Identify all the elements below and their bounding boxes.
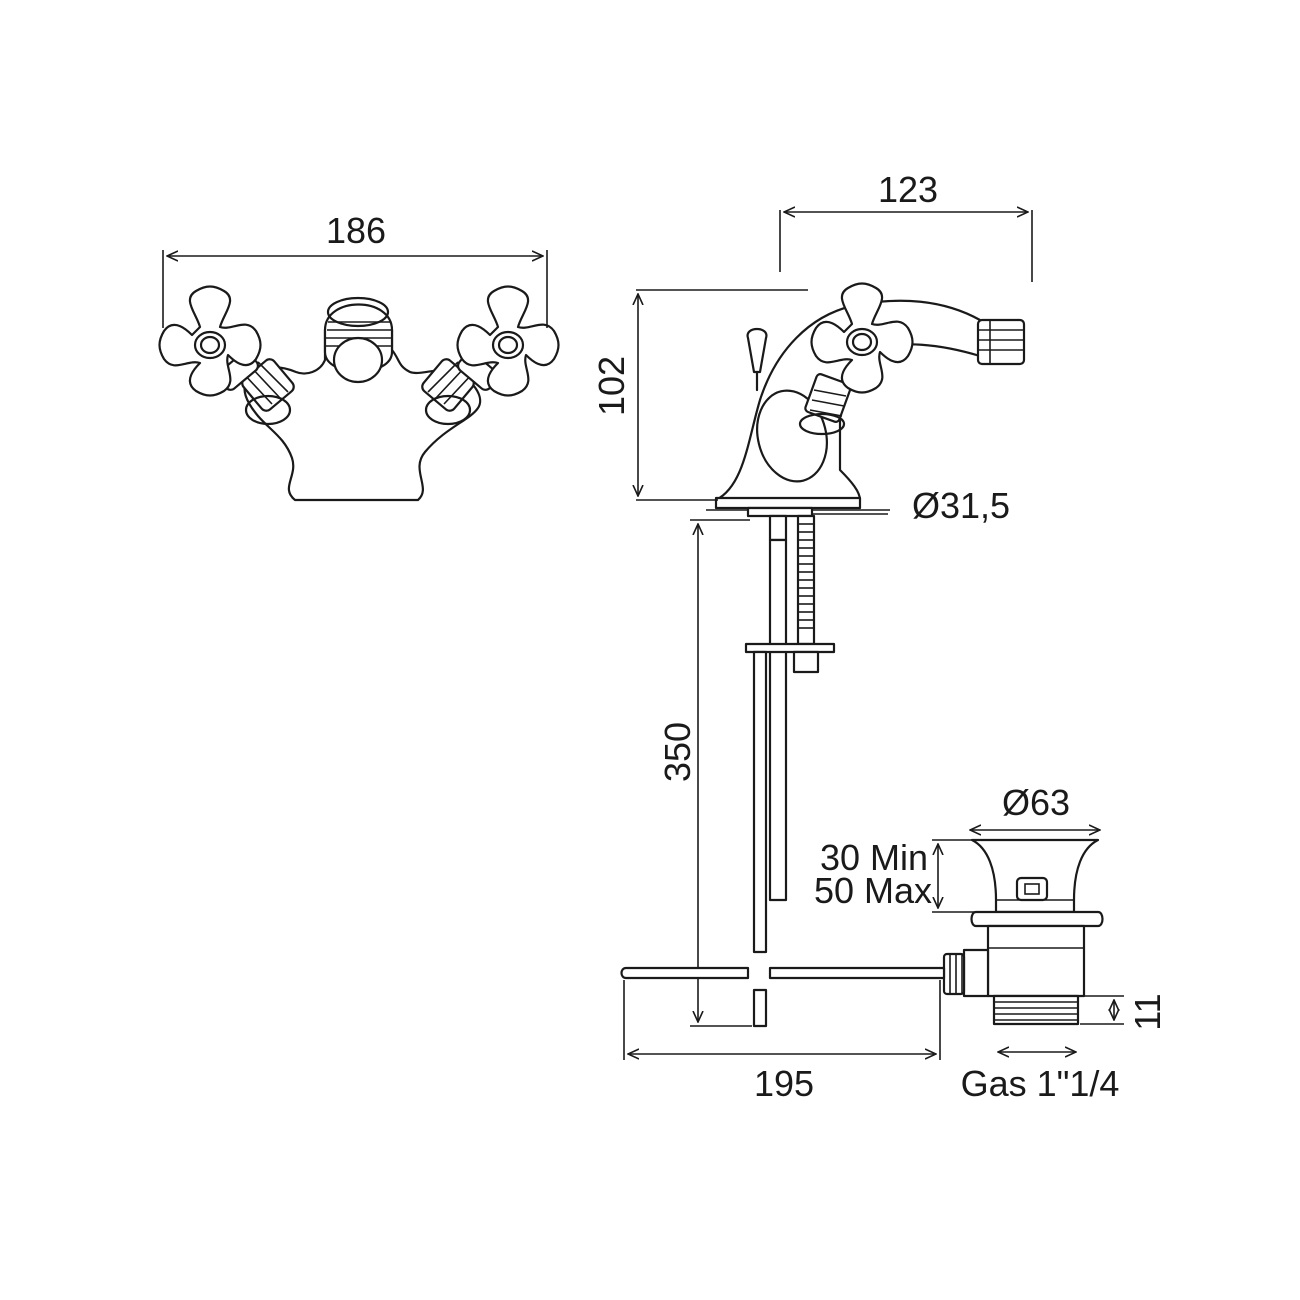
dim-label-thickness-max: 50 Max [814,870,932,911]
front-view: 186 [158,210,560,502]
dim-label-base-diameter: Ø31,5 [912,485,1010,526]
dim-label-height: 102 [591,356,632,416]
side-spout-nozzle [976,318,1026,366]
rod-extension [752,650,768,954]
dim-label-front-width: 186 [326,210,386,251]
waste-flange [970,838,1100,914]
overflow-slot [1015,876,1049,902]
base-plate [714,496,862,510]
dim-label-side-depth: 123 [878,169,938,210]
side-valve [798,373,852,436]
dim-label-thread-size: Gas 1"1/4 [961,1063,1120,1104]
pop-up-knob [746,327,768,374]
waste-body [986,924,1086,998]
lift-rod [768,538,788,902]
fixing-washer [744,642,836,654]
lift-rod-guide [768,514,788,542]
dim-label-lever-length: 195 [754,1063,814,1104]
dim-label-thread-height: 11 [1127,993,1168,1030]
side-view: 123 102 Ø31,5 350 [591,169,1033,1028]
waste-assembly: Ø63 30 Min 50 Max 195 11 Gas 1"1/4 [620,782,1168,1104]
dim-label-thickness-min: 30 Min [820,837,928,878]
horizontal-lever [620,966,750,980]
dim-label-waste-diameter: Ø63 [1002,782,1070,823]
fixing-nut [792,650,820,674]
waste-connector [942,952,966,996]
front-spout [323,296,394,384]
dim-label-rod-length: 350 [657,722,698,782]
